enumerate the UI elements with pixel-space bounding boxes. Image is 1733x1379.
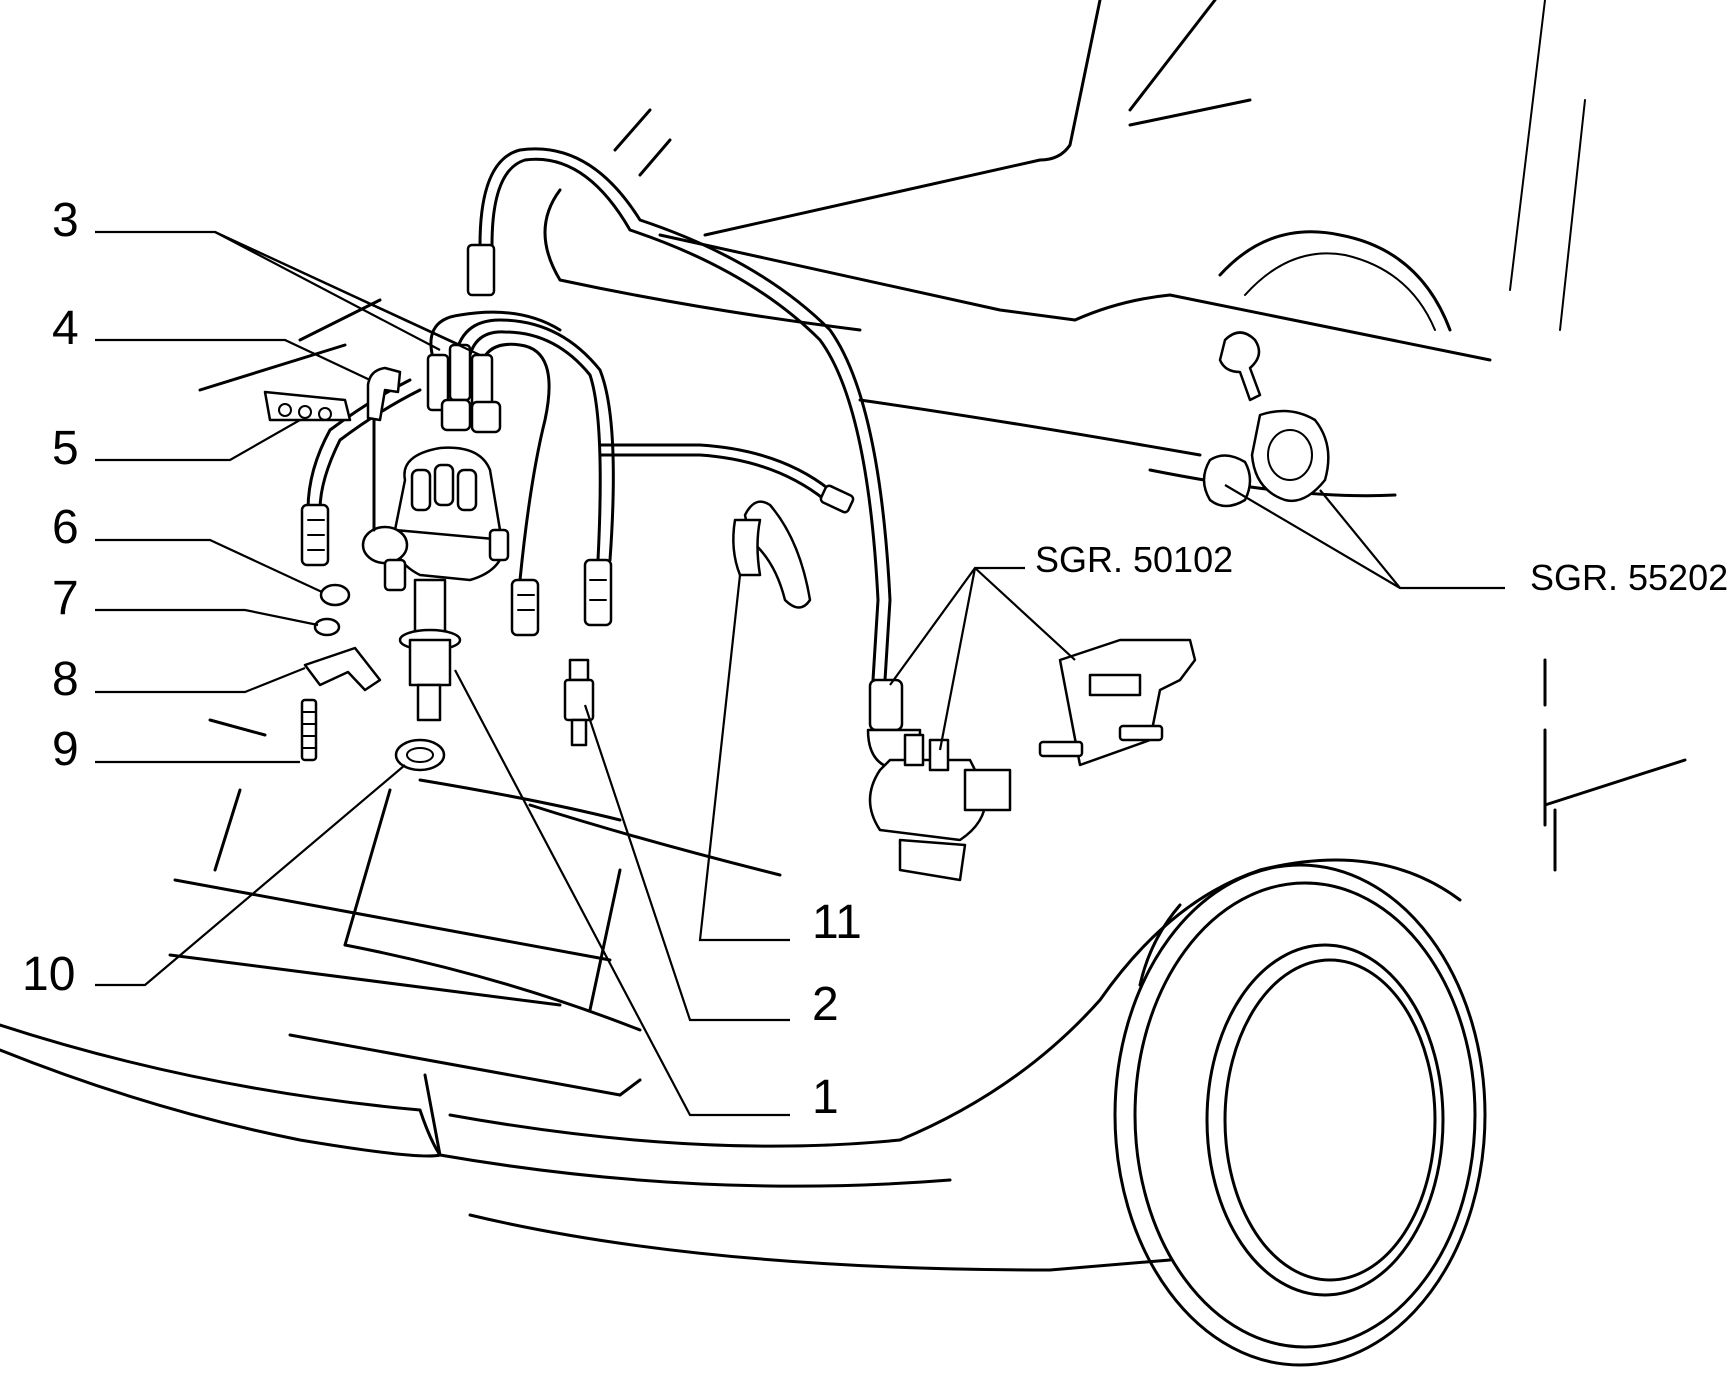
key-icon xyxy=(1218,331,1262,402)
coil-lead-connector xyxy=(466,243,496,297)
callout-5: 5 xyxy=(52,422,79,475)
distributor xyxy=(361,446,510,722)
spark-plug xyxy=(563,658,595,747)
callout-6: 6 xyxy=(52,501,79,554)
car-body-outline xyxy=(0,0,1687,1367)
strap-clamp xyxy=(732,500,812,609)
distributor-small-parts xyxy=(263,366,446,772)
ignition-switch-assembly xyxy=(1202,331,1330,508)
callout-9: 9 xyxy=(52,723,79,776)
callout-1: 1 xyxy=(812,1071,839,1124)
spark-plug-leads xyxy=(300,147,892,682)
ignition-coil-assembly xyxy=(866,638,1197,882)
ref-sgr-50102: SGR. 50102 xyxy=(1035,539,1233,580)
callout-11: 11 xyxy=(812,896,862,949)
callout-2: 2 xyxy=(812,978,839,1031)
callout-10: 10 xyxy=(22,948,75,1001)
elbow-connector xyxy=(366,366,402,422)
washer xyxy=(313,617,341,637)
seal-ring xyxy=(394,738,446,772)
callout-7: 7 xyxy=(52,572,79,625)
stud xyxy=(300,698,318,762)
callout-labels: 3 4 5 6 7 8 9 10 11 2 1 SGR. 50102 SGR. … xyxy=(22,194,1728,1124)
callout-8: 8 xyxy=(52,653,79,706)
callout-4: 4 xyxy=(52,302,79,355)
nut xyxy=(319,583,351,607)
leader-lines xyxy=(95,230,1505,1117)
callout-3: 3 xyxy=(52,194,79,247)
ref-sgr-55202: SGR. 55202 xyxy=(1530,557,1728,598)
clamp-plate xyxy=(303,646,382,692)
